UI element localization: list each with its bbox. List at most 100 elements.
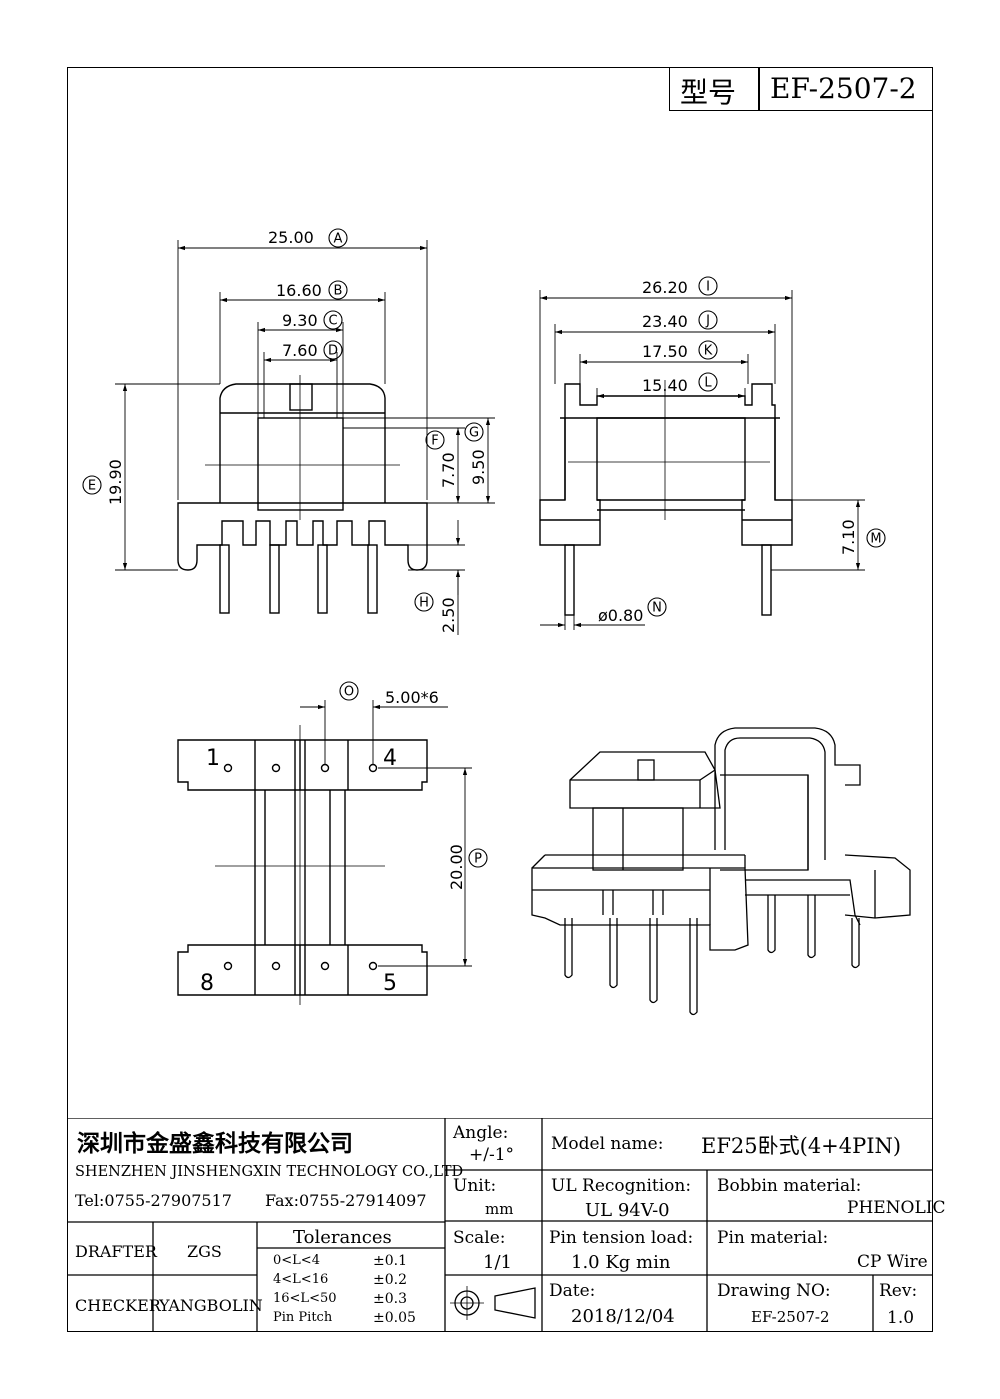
bottom-dimensions	[300, 700, 472, 967]
date-value: 2018/12/04	[571, 1306, 675, 1327]
dim-letter-m: M	[866, 528, 886, 548]
pin-5-label: 5	[383, 971, 397, 996]
svg-text:F: F	[431, 434, 438, 449]
drawing-no-value: EF-2507-2	[751, 1308, 830, 1326]
svg-text:O: O	[344, 685, 354, 700]
dim-e-value: 19.90	[106, 459, 125, 505]
svg-text:B: B	[334, 284, 343, 299]
dim-letter-l: L	[698, 372, 718, 392]
company-tel: Tel:0755-27907517	[75, 1191, 232, 1210]
model-name-value: EF25卧式(4+4PIN)	[701, 1134, 902, 1158]
pin-4-label: 4	[383, 746, 397, 771]
checker-value: YANGBOLIN	[159, 1296, 263, 1315]
company-fax: Fax:0755-27914097	[265, 1191, 427, 1210]
dim-o-value: 5.00*6	[385, 688, 439, 707]
ul-label: UL Recognition:	[551, 1176, 692, 1196]
svg-text:L: L	[704, 376, 712, 391]
bobbin-label: Bobbin material:	[717, 1176, 862, 1196]
tolerances-title: Tolerances	[293, 1227, 392, 1248]
ul-value: UL 94V-0	[585, 1200, 670, 1221]
tolerance-row-4-range: Pin Pitch	[273, 1310, 333, 1325]
dim-letter-e: E	[82, 475, 102, 495]
svg-text:H: H	[419, 596, 429, 611]
tolerance-row-3-value: ±0.3	[373, 1291, 407, 1307]
svg-text:M: M	[870, 532, 881, 547]
dim-h-value: 2.50	[439, 597, 458, 633]
svg-text:P: P	[474, 852, 482, 867]
scale-value: 1/1	[483, 1252, 512, 1273]
dim-n-value: ø0.80	[598, 606, 643, 625]
tolerance-row-2-range: 4<L<16	[273, 1272, 329, 1287]
drafter-value: ZGS	[187, 1242, 222, 1261]
svg-text:E: E	[88, 479, 96, 494]
dim-letter-o: O	[339, 681, 359, 701]
dim-letter-a: A	[328, 228, 348, 248]
pin-material-value: CP Wire	[857, 1252, 928, 1272]
pin-1-label: 1	[206, 746, 220, 771]
dim-letter-i: I	[698, 276, 718, 296]
dim-letter-n: N	[647, 597, 667, 617]
front-view	[177, 375, 428, 614]
dim-l-value: 15.40	[642, 376, 688, 395]
dim-i-value: 26.20	[642, 278, 688, 297]
dim-letter-g: G	[464, 422, 484, 442]
bottom-view	[177, 725, 428, 1005]
unit-label: Unit:	[453, 1176, 497, 1196]
model-header-box: 型号 EF-2507-2	[669, 67, 933, 111]
tolerance-row-2-value: ±0.2	[373, 1272, 407, 1288]
pin-tension-label: Pin tension load:	[549, 1228, 694, 1248]
rev-value: 1.0	[887, 1308, 915, 1328]
drafter-label: DRAFTER	[75, 1242, 157, 1261]
dim-letter-c: C	[323, 310, 343, 330]
company-name-cn: 深圳市金盛鑫科技有限公司	[77, 1131, 353, 1157]
svg-text:C: C	[328, 314, 337, 329]
drawing-no-label: Drawing NO:	[717, 1281, 831, 1301]
side-view	[539, 380, 793, 616]
front-dimensions	[115, 240, 495, 635]
svg-text:G: G	[469, 426, 479, 441]
dim-a-value: 25.00	[268, 228, 314, 247]
rev-label: Rev:	[879, 1281, 918, 1301]
bobbin-value: PHENOLIC	[847, 1198, 946, 1218]
side-dimensions	[539, 290, 865, 630]
model-header-label: 型号	[680, 76, 737, 109]
svg-text:A: A	[334, 232, 343, 247]
company-name-en: SHENZHEN JINSHENGXIN TECHNOLOGY CO.,LTD	[75, 1164, 464, 1180]
model-name-label: Model name:	[551, 1134, 664, 1154]
drawing-sheet	[67, 67, 933, 1332]
dim-m-value: 7.10	[839, 519, 858, 555]
isometric-view	[531, 727, 911, 1016]
dim-d-value: 7.60	[282, 341, 318, 360]
unit-value: mm	[485, 1200, 514, 1218]
date-label: Date:	[549, 1281, 596, 1301]
title-block: 深圳市金盛鑫科技有限公司 SHENZHEN JINSHENGXIN TECHNO…	[67, 1118, 946, 1332]
dim-letter-h: H	[414, 592, 434, 612]
dim-c-value: 9.30	[282, 311, 318, 330]
pin-tension-value: 1.0 Kg min	[571, 1252, 671, 1273]
dim-f-value: 7.70	[439, 452, 458, 488]
tolerance-row-4-value: ±0.05	[373, 1310, 416, 1326]
tolerance-row-1-value: ±0.1	[373, 1253, 407, 1269]
model-header-value: EF-2507-2	[770, 72, 917, 105]
angle-value: +/-1°	[469, 1145, 515, 1165]
angle-label: Angle:	[453, 1123, 509, 1143]
dim-letter-b: B	[328, 280, 348, 300]
dim-letter-d: D	[323, 340, 343, 360]
checker-label: CHECKER	[75, 1296, 161, 1315]
svg-text:K: K	[704, 344, 713, 359]
dim-k-value: 17.50	[642, 342, 688, 361]
dim-letter-k: K	[698, 340, 718, 360]
technical-drawing: 25.00 16.60 9.30 7.60 19.90 7.70 9.50 2.…	[82, 228, 911, 1016]
svg-text:D: D	[328, 344, 338, 359]
svg-text:J: J	[705, 314, 710, 329]
svg-text:I: I	[706, 280, 710, 295]
tolerance-row-1-range: 0<L<4	[273, 1253, 320, 1268]
pin-material-label: Pin material:	[717, 1228, 829, 1248]
tolerance-row-3-range: 16<L<50	[273, 1291, 337, 1306]
dim-b-value: 16.60	[276, 281, 322, 300]
svg-text:N: N	[652, 601, 662, 616]
dim-letter-f: F	[425, 430, 445, 450]
dim-j-value: 23.40	[642, 312, 688, 331]
dim-letter-p: P	[468, 848, 488, 868]
dim-letter-j: J	[698, 310, 718, 330]
